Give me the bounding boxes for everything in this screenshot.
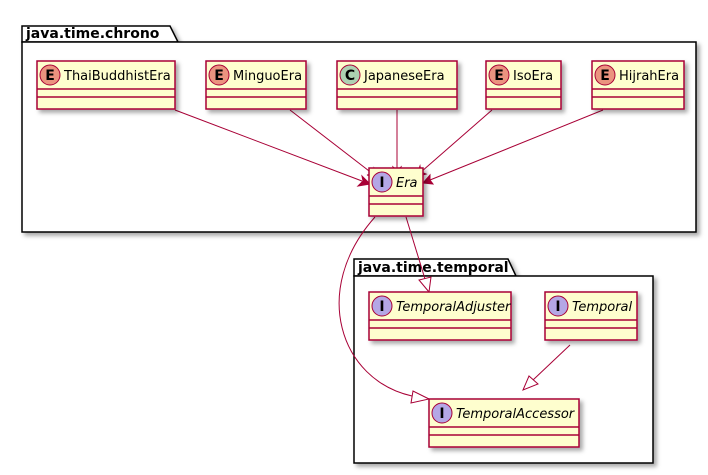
badge-letter: I	[439, 406, 444, 422]
badge-letter: I	[379, 175, 384, 191]
relation-hijrah-to-era	[421, 109, 604, 185]
class-name: Temporal	[572, 300, 633, 315]
class-box-iso: E IsoEra	[485, 60, 562, 110]
badge-letter: E	[600, 68, 610, 84]
class-box-frame	[36, 60, 176, 110]
badge-letter: E	[494, 68, 504, 84]
class-badge-icon	[339, 64, 361, 86]
badge-letter: E	[214, 68, 224, 84]
package-chrono: java.time.chrono	[21, 25, 697, 233]
class-box-hijrah: E HijrahEra	[591, 60, 685, 110]
class-name: TemporalAdjuster	[396, 300, 512, 315]
class-name: IsoEra	[513, 69, 553, 84]
enum-badge-icon	[594, 64, 616, 86]
class-box-frame	[428, 398, 580, 448]
package-title: java.time.chrono	[25, 26, 160, 42]
class-box-temporal: I Temporal	[544, 291, 638, 341]
class-name: Era	[396, 176, 418, 191]
class-name: HijrahEra	[619, 69, 679, 84]
class-name: TemporalAccessor	[456, 407, 576, 422]
enum-badge-icon	[488, 64, 510, 86]
relation-era-to-adjuster	[405, 216, 432, 294]
class-box-japanese: C JapaneseEra	[336, 60, 458, 110]
interface-badge-icon	[431, 402, 453, 424]
interface-badge-icon	[371, 295, 393, 317]
relation-thai-to-era	[174, 109, 372, 187]
interface-badge-icon	[371, 171, 393, 193]
class-box-era: I Era	[368, 167, 424, 217]
badge-letter: I	[379, 299, 384, 315]
relation-era-to-accessor	[338, 216, 431, 404]
badge-letter: E	[45, 68, 55, 84]
enum-badge-icon	[208, 64, 230, 86]
badge-letter: I	[555, 299, 560, 315]
class-box-frame	[368, 291, 512, 341]
package-title: java.time.temporal	[357, 260, 509, 276]
relation-temporal-to-accessor	[522, 344, 571, 391]
class-box-minguo: E MinguoEra	[205, 60, 307, 110]
class-box-thai: E ThaiBuddhistEra	[36, 60, 176, 110]
class-box-adjuster: I TemporalAdjuster	[368, 291, 512, 341]
class-box-accessor: I TemporalAccessor	[428, 398, 580, 448]
interface-badge-icon	[547, 295, 569, 317]
class-name: JapaneseEra	[363, 69, 445, 84]
badge-letter: C	[345, 68, 355, 84]
enum-badge-icon	[39, 64, 61, 86]
class-name: MinguoEra	[233, 69, 302, 84]
class-name: ThaiBuddhistEra	[63, 69, 171, 84]
